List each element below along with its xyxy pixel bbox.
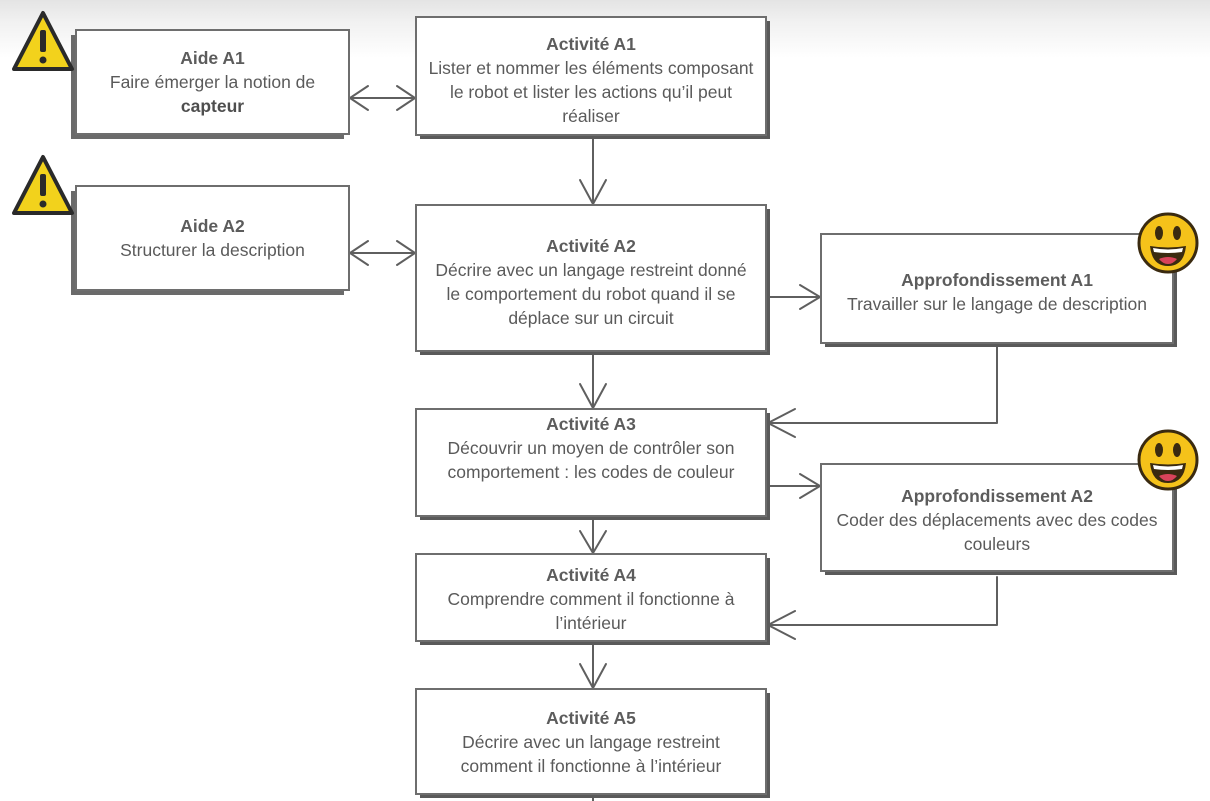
double-arrow-aide-a2	[349, 240, 416, 266]
aide-a2-title: Aide A2	[180, 216, 245, 236]
warning-icon	[12, 155, 74, 215]
aide-a1-description: Faire émerger la notion de capteur	[110, 70, 315, 118]
approfondissement-a2-box: Approfondissement A2 Coder des déplaceme…	[820, 463, 1174, 572]
activite-a3-description: Découvrir un moyen de contrôler son comp…	[447, 438, 735, 482]
approfondissement-a2-title: Approfondissement A2	[901, 485, 1093, 506]
activite-a3-box: Activité A3 Découvrir un moyen de contrô…	[415, 408, 767, 517]
arrow-a3-a4	[579, 516, 607, 554]
activite-a1-title: Activité A1	[546, 34, 636, 54]
aide-a1-desc-bold: capteur	[180, 96, 245, 116]
activite-a4-box: Activité A4 Comprendre comment il foncti…	[415, 553, 767, 642]
activite-a5-title: Activité A5	[546, 708, 636, 728]
arrow-approf-a2-a4	[767, 576, 998, 640]
approfondissement-a1-description: Travailler sur le langage de description	[847, 293, 1147, 314]
aide-a2-box: Aide A2 Structurer la description	[75, 185, 350, 291]
activite-a5-description: Décrire avec un langage restreint commen…	[460, 732, 722, 776]
arrow-a3-approf-a2	[767, 473, 821, 499]
activite-a4-title: Activité A4	[546, 565, 636, 585]
aide-a1-desc-text: Faire émerger la notion de	[109, 72, 316, 92]
approfondissement-a1-box: Approfondissement A1 Travailler sur le l…	[820, 233, 1174, 344]
arrow-approf-a1-a3	[767, 343, 998, 438]
activite-a5-box: Activité A5 Décrire avec un langage rest…	[415, 688, 767, 795]
activite-a1-box: Activité A1 Lister et nommer les élément…	[415, 16, 767, 136]
arrow-a1-a2	[579, 135, 607, 205]
activite-a2-description: Décrire avec un langage restreint donné …	[435, 260, 747, 328]
approfondissement-a1-title: Approfondissement A1	[901, 269, 1093, 290]
arrow-a2-approf-a1	[767, 284, 821, 310]
smiley-icon	[1137, 212, 1199, 274]
activite-a2-box: Activité A2 Décrire avec un langage rest…	[415, 204, 767, 352]
approfondissement-a2-description: Coder des déplacements avec des codes co…	[836, 509, 1158, 554]
aide-a2-description: Structurer la description	[120, 240, 305, 260]
activite-a1-description: Lister et nommer les éléments composant …	[428, 58, 754, 126]
activite-a3-title: Activité A3	[546, 414, 636, 434]
smiley-icon	[1137, 429, 1199, 491]
arrow-a4-a5	[579, 641, 607, 689]
activite-a2-title: Activité A2	[546, 236, 636, 256]
activite-a4-description: Comprendre comment il fonctionne à l’int…	[447, 589, 735, 633]
double-arrow-aide-a1	[349, 85, 416, 111]
arrow-a2-a3	[579, 351, 607, 409]
warning-icon	[12, 11, 74, 71]
aide-a1-title: Aide A1	[180, 48, 245, 68]
aide-a1-box: Aide A1 Faire émerger la notion de capte…	[75, 29, 350, 135]
